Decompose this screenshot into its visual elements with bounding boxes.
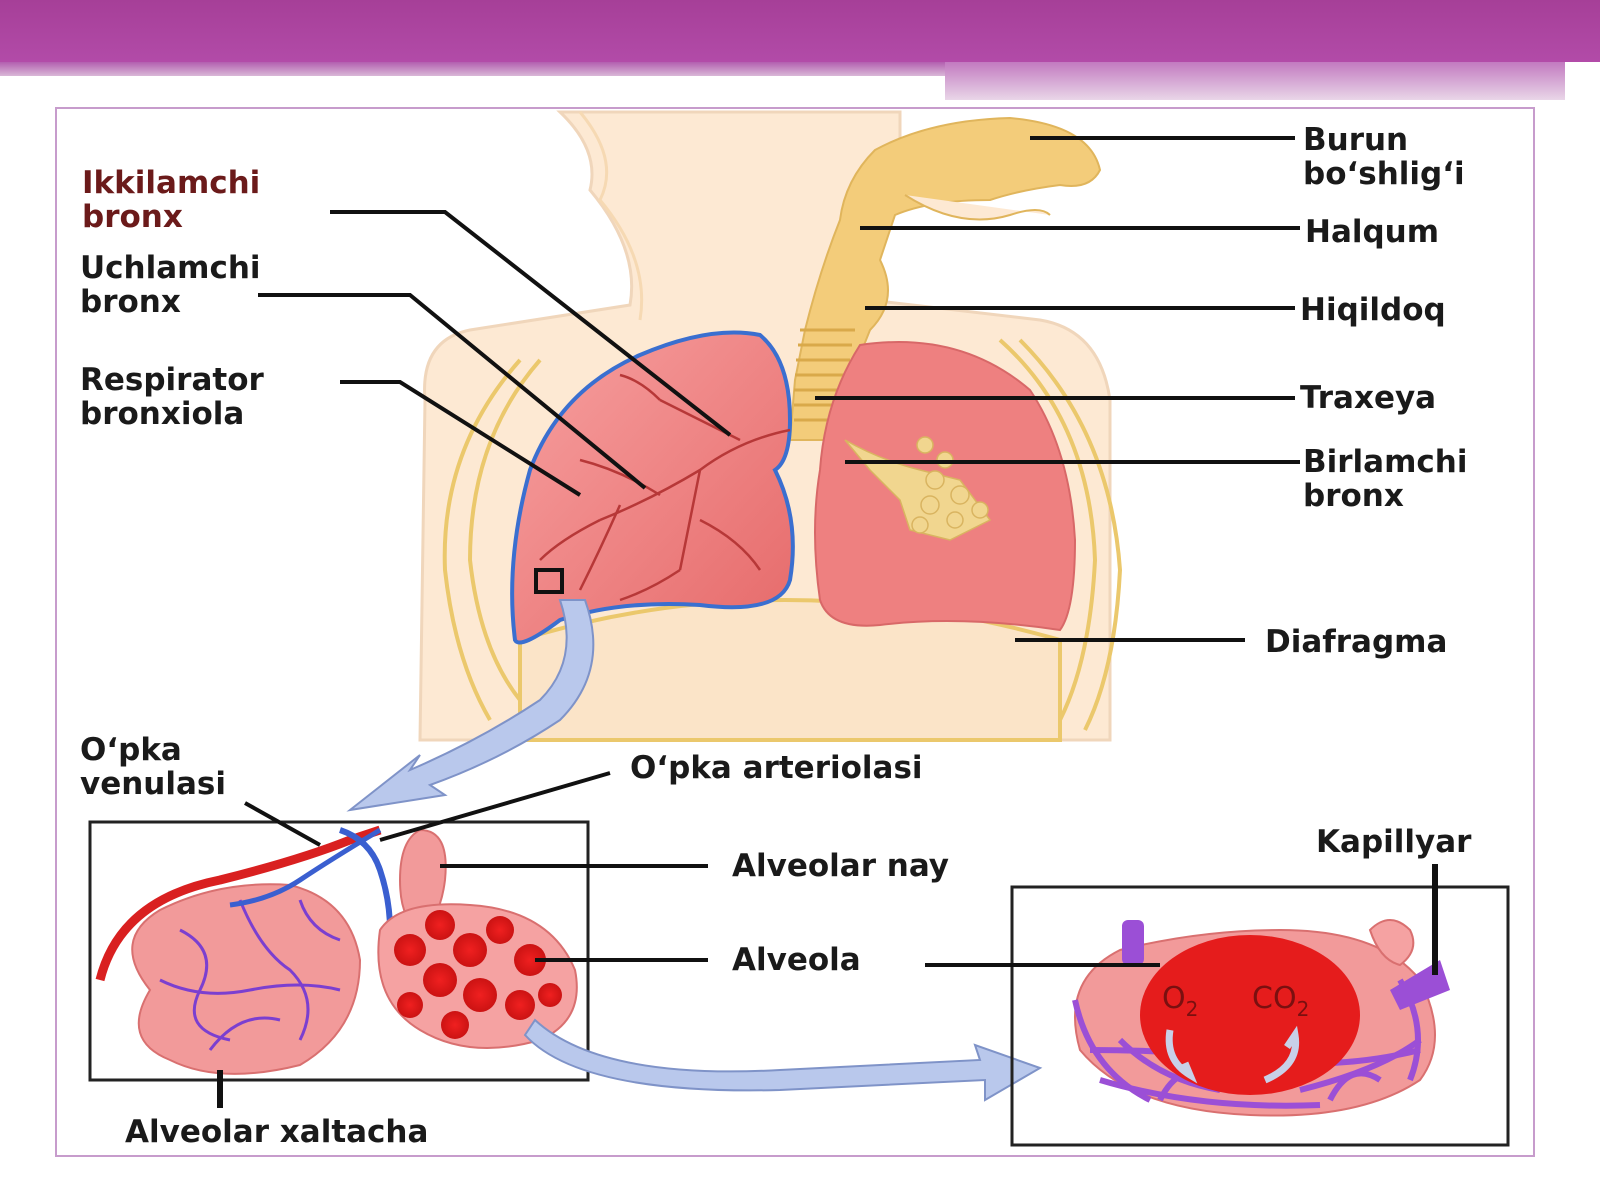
alveolus-detail: O2 CO2 — [1072, 919, 1450, 1117]
zoom-square — [534, 568, 564, 594]
header-band-accent — [945, 62, 1565, 100]
label-secondary-bronchus-line2: bronx — [82, 199, 183, 235]
capillary-inset-box — [1010, 885, 1510, 1147]
label-tertiary-bronchus-line1: Uchlamchi — [80, 250, 261, 286]
label-diaphragm: Diafragma — [1265, 624, 1447, 660]
left-lung — [510, 330, 795, 645]
label-pharynx: Halqum — [1305, 214, 1439, 250]
label-tertiary-bronchus-line2: bronx — [80, 284, 181, 320]
alveolar-inset-box — [88, 820, 590, 1082]
label-larynx: Hiqildoq — [1300, 292, 1446, 328]
zoom-arrow-alveolus — [523, 1018, 1043, 1102]
alveolar-sac — [95, 825, 382, 1075]
alveolus-cluster — [377, 903, 578, 1049]
label-trachea: Traxeya — [1300, 380, 1436, 416]
label-capillary: Kapillyar — [1316, 824, 1472, 860]
header-band — [0, 0, 1600, 62]
gas-exchange-arrow-down — [1165, 1029, 1198, 1084]
label-respiratory-bronchiole-line1: Respirator — [80, 362, 264, 398]
trachea-rings — [794, 328, 855, 422]
bronchus-branching — [844, 436, 992, 541]
alveolus-air-space — [1140, 935, 1360, 1095]
label-primary-bronchus-line2: bronx — [1303, 478, 1404, 514]
carbon-dioxide-label: CO2 — [1252, 981, 1309, 1021]
label-primary-bronchus-line1: Birlamchi — [1303, 444, 1467, 480]
label-alveolus: Alveola — [732, 942, 861, 978]
label-pulmonary-venule-line1: O‘pka — [80, 732, 182, 768]
ribcage — [442, 338, 1123, 742]
label-nasal-cavity-line2: bo‘shlig‘i — [1303, 156, 1465, 192]
leader-lines — [217, 136, 1438, 1108]
zoom-arrow-lung — [346, 599, 595, 812]
gas-exchange-arrow-up — [1263, 1025, 1300, 1084]
label-secondary-bronchus-line1: Ikkilamchi — [82, 165, 260, 201]
label-alveolar-sac: Alveolar xaltacha — [125, 1114, 428, 1150]
label-pulmonary-arteriole: O‘pka arteriolasi — [630, 750, 923, 786]
oxygen-label: O2 — [1162, 981, 1198, 1021]
capillary-tube — [1122, 920, 1144, 965]
bronchial-tree — [539, 373, 791, 602]
label-alveolar-duct: Alveolar nay — [732, 848, 949, 884]
label-nasal-cavity-line1: Burun — [1303, 122, 1408, 158]
right-lung — [814, 341, 1077, 632]
label-pulmonary-venule-line2: venulasi — [80, 766, 226, 802]
airway — [788, 116, 1102, 441]
label-respiratory-bronchiole-line2: bronxiola — [80, 396, 244, 432]
